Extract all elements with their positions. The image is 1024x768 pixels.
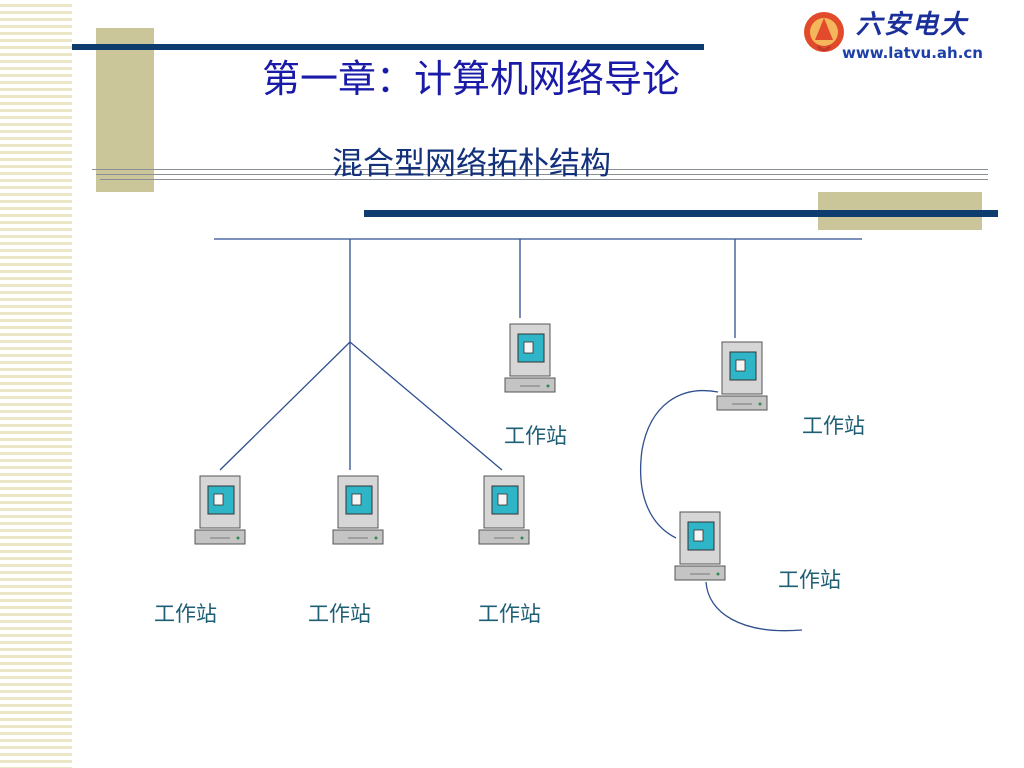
university-emblem-icon: [804, 12, 844, 52]
decorative-stripe-strip: [0, 0, 72, 768]
page-title: 第一章：计算机网络导论: [262, 57, 681, 101]
workstation-computer-icon: [674, 511, 726, 581]
workstation-label: 工作站: [308, 602, 371, 626]
workstation-label: 工作站: [478, 602, 541, 626]
decorative-top-navy-bar: [72, 44, 704, 50]
logo-url: www.latvu.ah.cn: [842, 44, 983, 62]
tree-link-3: [349, 341, 503, 471]
tree-link-1: [219, 341, 351, 471]
decorative-middle-navy-bar: [364, 210, 998, 217]
workstation-computer-icon: [478, 475, 530, 545]
workstation-computer-icon: [504, 323, 556, 393]
ring-link-upper: [640, 390, 719, 539]
ring-link-lower: [705, 581, 803, 632]
workstation-computer-icon: [716, 341, 768, 411]
subtitle-rule-3: [100, 179, 988, 180]
workstation-computer-icon: [332, 475, 384, 545]
decorative-tan-block-left: [96, 28, 154, 192]
logo-name: 六安电大: [856, 10, 969, 40]
workstation-label: 工作站: [778, 568, 841, 592]
diagram-subtitle: 混合型网络拓朴结构: [332, 146, 611, 182]
subtitle-rule-2: [96, 174, 988, 175]
workstation-label: 工作站: [504, 424, 567, 448]
subtitle-rule-1: [92, 169, 988, 170]
workstation-label: 工作站: [154, 602, 217, 626]
university-logo: 六安电大 www.latvu.ah.cn: [800, 2, 990, 66]
workstation-label: 工作站: [802, 414, 865, 438]
workstation-computer-icon: [194, 475, 246, 545]
